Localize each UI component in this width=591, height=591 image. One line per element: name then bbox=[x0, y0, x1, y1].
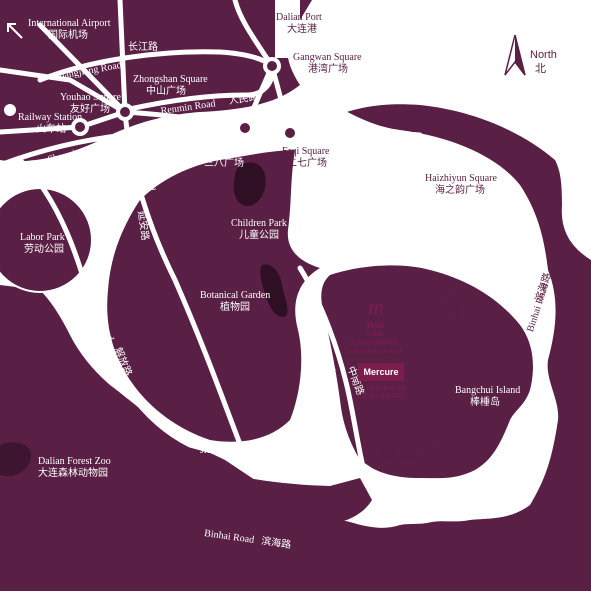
label-sanba-cn: 三八广场 bbox=[204, 158, 244, 169]
label-airport: International Airport bbox=[28, 18, 111, 29]
label-forest-zoo: Dalian Forest Zoo bbox=[38, 456, 111, 467]
label-bangchui-cn: 棒棰岛 bbox=[470, 397, 500, 408]
label-mercure-cn: 大连泰达美居酒店 bbox=[356, 394, 405, 400]
label-tiger-cn: 虎滩公园 bbox=[378, 450, 418, 461]
hill-region bbox=[107, 150, 320, 442]
label-changjiang-cn: 长江路 bbox=[128, 42, 158, 53]
forest-zoo-blob bbox=[0, 442, 32, 477]
label-sanba: Sanba Square bbox=[197, 146, 252, 157]
label-teda-cn: 大连泰达美爵酒店 bbox=[350, 341, 399, 347]
children-park-lake bbox=[233, 162, 266, 206]
label-grand-mercure: Grand Mercure Hotel bbox=[346, 349, 403, 355]
label-teda-dalian: TEDA DALIAN bbox=[366, 386, 407, 392]
label-bangchui: Bangchui Island bbox=[455, 385, 521, 396]
label-zhongshan-cn: 中山广场 bbox=[146, 86, 186, 97]
label-jiefang-south-cn: 解放路 bbox=[272, 448, 302, 459]
label-youhao-cn: 友好广场 bbox=[70, 104, 110, 115]
bangchui-region bbox=[321, 265, 533, 479]
airport-arrow bbox=[7, 23, 23, 39]
label-youhao: Youhao Square bbox=[60, 92, 121, 103]
label-labor: Labor Park bbox=[20, 232, 65, 243]
label-children: Children Park bbox=[231, 218, 287, 229]
label-port-cn: 大连港 bbox=[287, 24, 317, 35]
label-teda-city: Dalian bbox=[366, 332, 384, 338]
teda-logo-icon: m bbox=[368, 294, 384, 319]
label-railway-cn: 火车站 bbox=[36, 124, 66, 135]
label-zhongshan: Zhongshan Square bbox=[133, 74, 208, 85]
label-gangwan-cn: 港湾广场 bbox=[308, 64, 348, 75]
sea-north bbox=[287, 0, 591, 260]
north-label-cn: 北 bbox=[535, 63, 546, 75]
label-port: Dalian Port bbox=[276, 12, 322, 23]
southwest-land bbox=[0, 330, 372, 524]
label-yingbin: Yingbin Road bbox=[375, 278, 431, 289]
mercure-badge: Mercure bbox=[358, 363, 404, 381]
label-botanical: Botanical Garden bbox=[200, 290, 271, 301]
label-teda: Teda bbox=[366, 321, 385, 330]
north-label: North bbox=[530, 49, 557, 61]
port-area bbox=[275, 0, 300, 58]
label-airport-cn: 国际机场 bbox=[48, 30, 88, 41]
label-erqi: Erqi Square bbox=[282, 146, 330, 157]
label-gangwan: Gangwan Square bbox=[293, 52, 362, 63]
label-labor-cn: 劳动公园 bbox=[24, 244, 64, 255]
label-forest-zoo-cn: 大连森林动物园 bbox=[38, 468, 108, 479]
label-railway: Railway Station bbox=[18, 112, 83, 123]
botanical-lake bbox=[260, 264, 288, 317]
label-jiefang-south: Jiefang Road bbox=[200, 445, 253, 456]
label-tiger: Tiger Beach Park bbox=[368, 438, 438, 449]
compass-icon bbox=[504, 34, 526, 76]
label-botanical-cn: 植物园 bbox=[220, 302, 250, 313]
label-children-cn: 儿童公园 bbox=[239, 230, 279, 241]
label-haizhiyun-cn: 海之韵广场 bbox=[435, 185, 485, 196]
label-haizhiyun: Haizhiyun Square bbox=[425, 173, 497, 184]
square-nodes bbox=[4, 57, 299, 142]
label-erqi-cn: 二七广场 bbox=[287, 158, 327, 169]
